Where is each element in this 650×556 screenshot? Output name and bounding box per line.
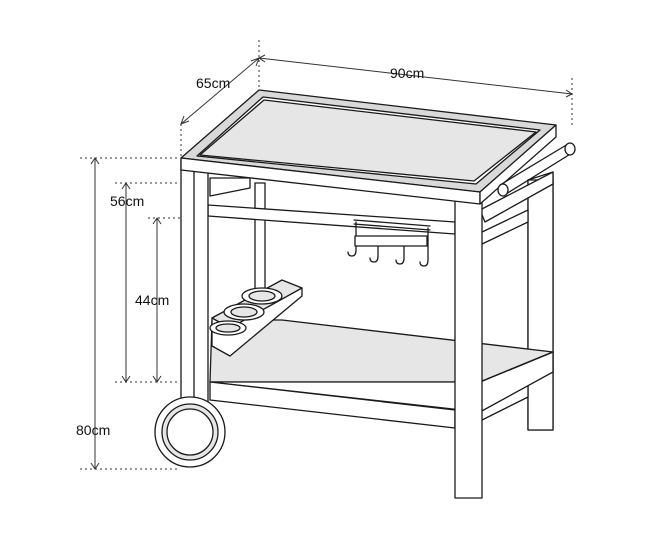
depth-arrow-back bbox=[250, 57, 260, 67]
bottle-holder bbox=[209, 279, 303, 357]
hook-1 bbox=[347, 221, 357, 257]
wheel bbox=[154, 396, 226, 468]
top-shelf-height-label: 56cm bbox=[110, 193, 144, 209]
hook-2 bbox=[369, 235, 379, 263]
handle-bar-top bbox=[499, 143, 569, 186]
hook-3 bbox=[395, 237, 405, 265]
height-arrow-top bbox=[90, 157, 100, 165]
table-top bbox=[180, 89, 557, 205]
back-right-leg-face bbox=[527, 179, 554, 431]
depth-arrow-front bbox=[180, 115, 190, 125]
handle-end-back bbox=[564, 142, 576, 156]
width-label: 90cm bbox=[390, 65, 424, 81]
handle-bar-bottom bbox=[505, 152, 573, 195]
towel-bar bbox=[353, 223, 431, 231]
width-dimension-line bbox=[258, 57, 573, 95]
top-shelf-arrow-bottom bbox=[121, 375, 131, 383]
top-shelf-arrow-top bbox=[121, 182, 131, 190]
bottle-ring-3-inner bbox=[215, 323, 241, 333]
towel-bar-top bbox=[353, 219, 431, 227]
left-side-upper-rail bbox=[209, 177, 251, 197]
right-side-upper-rail bbox=[479, 171, 554, 223]
dimension-guides bbox=[80, 40, 573, 470]
front-right-leg bbox=[454, 191, 483, 499]
lower-gap-arrow-top bbox=[152, 217, 162, 225]
hook-4 bbox=[419, 227, 429, 267]
handle-end-front bbox=[497, 183, 509, 197]
lower-gap-arrow-bottom bbox=[152, 375, 162, 383]
lower-gap-label: 44cm bbox=[135, 292, 169, 308]
hook-rail bbox=[354, 235, 428, 247]
side-handle[interactable] bbox=[497, 142, 576, 197]
bottle-ring-1-inner bbox=[248, 290, 276, 302]
total-height-label: 80cm bbox=[76, 422, 110, 438]
depth-dimension-line bbox=[180, 57, 260, 125]
height-arrow-bottom bbox=[90, 462, 100, 470]
top-inner-panel bbox=[199, 99, 537, 182]
width-arrow-right bbox=[565, 89, 573, 98]
bottle-ring-2-inner bbox=[230, 306, 258, 318]
depth-label: 65cm bbox=[196, 75, 230, 91]
utensil-hooks bbox=[347, 221, 429, 267]
lower-shelf bbox=[209, 319, 554, 429]
top-right-edge bbox=[479, 124, 557, 205]
lower-shelf-back-edge bbox=[479, 351, 554, 383]
wheel-hub bbox=[166, 408, 214, 456]
